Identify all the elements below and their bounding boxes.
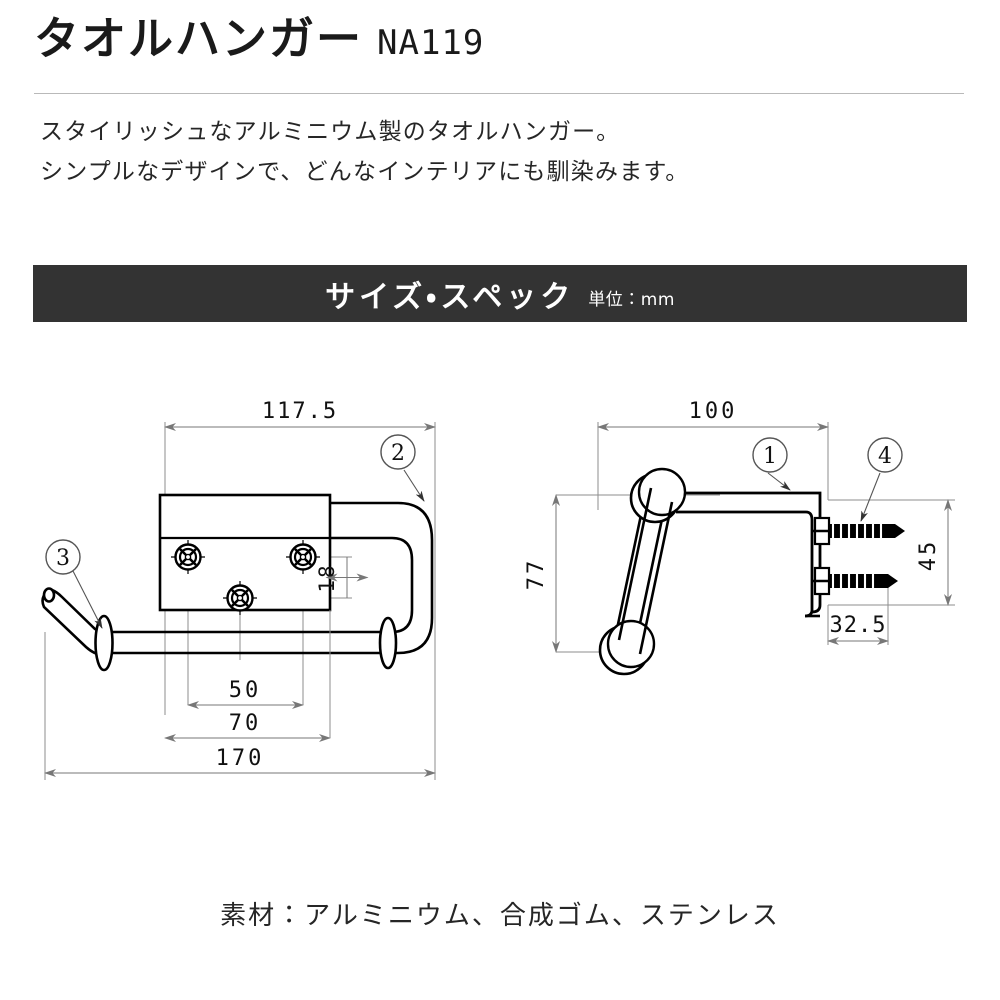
dimension-100: 100 <box>597 399 829 431</box>
dimension-18: 18 <box>315 557 369 598</box>
spec-banner-title: サイズ・スペック <box>325 279 575 315</box>
dimension-70: 70 <box>164 610 331 742</box>
spec-section-banner: サイズ・スペック 単位：mm <box>33 265 967 322</box>
callout-3: 3 <box>45 539 103 629</box>
arm-shaft <box>617 487 674 655</box>
product-name: タオルハンガー <box>34 12 364 65</box>
callout-1: 1 <box>752 437 791 491</box>
dimension-77: 77 <box>524 494 560 653</box>
title-divider <box>34 93 964 94</box>
dimension-label-45: 45 <box>916 539 941 572</box>
dimension-label-77: 77 <box>524 558 549 591</box>
model-number: NA119 <box>377 23 485 63</box>
callout-4-number: 4 <box>878 444 892 469</box>
description-line-1: スタイリッシュなアルミニウム製のタオルハンガー。 <box>40 119 621 145</box>
dimension-50: 50 <box>187 678 304 709</box>
dimension-45: 45 <box>916 499 952 606</box>
towel-bar-u-bend <box>100 501 434 655</box>
dimension-117-5: 117.5 <box>164 399 436 431</box>
rubber-ring-right <box>378 616 398 670</box>
front-view: 117.5 <box>41 399 436 780</box>
page-title: タオルハンガー NA119 <box>34 16 484 61</box>
callout-4: 4 <box>860 437 903 522</box>
product-description: スタイリッシュなアルミニウム製のタオルハンガー。 シンプルなデザインで、どんなイ… <box>40 112 940 192</box>
callout-1-number: 1 <box>763 444 777 469</box>
arm-end-ring-top <box>637 467 687 517</box>
spec-drawing: 117.5 <box>0 360 1000 840</box>
dimension-label-170: 170 <box>216 746 265 771</box>
dimension-label-18: 18 <box>315 563 339 592</box>
dimension-label-70: 70 <box>229 711 262 736</box>
dimension-32-5: 32.5 <box>827 613 889 645</box>
arm-end-ring-bottom <box>606 619 656 669</box>
dimension-label-50: 50 <box>229 678 262 703</box>
description-line-2: シンプルなデザインで、どんなインテリアにも馴染みます。 <box>40 159 690 185</box>
wall-bracket <box>676 491 822 618</box>
mounting-screw-bottom <box>811 566 898 596</box>
dimension-label-32-5: 32.5 <box>830 613 887 638</box>
side-view: 100 77 <box>524 399 955 676</box>
callout-3-number: 3 <box>56 546 70 571</box>
dimension-label-100: 100 <box>689 399 738 424</box>
mounting-screw-top <box>811 516 905 546</box>
spec-banner-unit: 単位：mm <box>588 290 675 310</box>
callout-2-number: 2 <box>391 441 405 466</box>
dimension-label-117-5: 117.5 <box>262 399 338 424</box>
callout-2: 2 <box>380 434 425 502</box>
rubber-ring-left <box>94 614 114 672</box>
material-note: 素材：アルミニウム、合成ゴム、ステンレス <box>220 901 780 931</box>
dimension-170: 170 <box>44 746 436 777</box>
